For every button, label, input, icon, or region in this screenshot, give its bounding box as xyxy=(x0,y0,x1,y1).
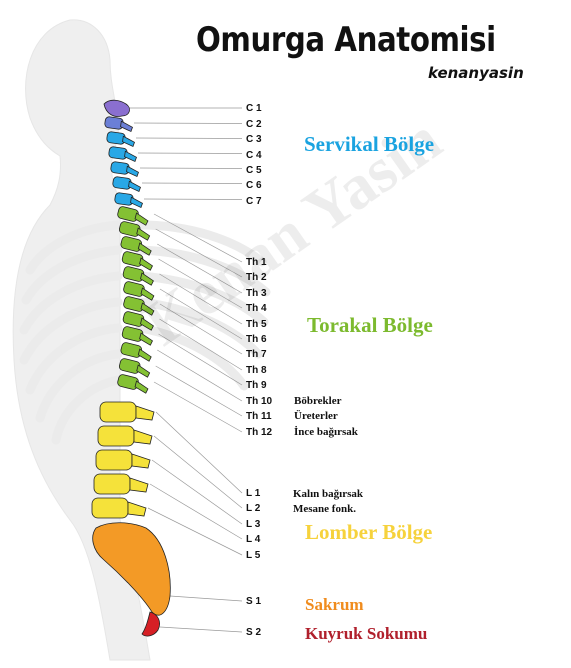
level-label-l2: L 2 xyxy=(246,503,261,514)
level-label-c1: C 1 xyxy=(246,103,262,114)
leader-c6 xyxy=(141,182,243,184)
level-label-th1: Th 1 xyxy=(246,257,267,268)
region-label-cervical: Servikal Bölge xyxy=(304,132,435,156)
region-label-lumbar: Lomber Bölge xyxy=(305,520,433,544)
vertebra-th10 xyxy=(120,342,152,362)
leader-c4 xyxy=(137,152,243,154)
level-label-l1: L 1 xyxy=(246,488,261,499)
vertebra-th1 xyxy=(117,206,149,226)
level-label-th4: Th 4 xyxy=(246,303,267,314)
vertebra-c4 xyxy=(108,146,137,163)
level-label-c2: C 2 xyxy=(246,119,262,130)
vertebra-l4 xyxy=(93,473,149,495)
leader-th10 xyxy=(157,349,243,402)
level-label-c6: C 6 xyxy=(246,180,262,191)
leader-th2 xyxy=(155,228,243,278)
organ-label-large-intestine: Kalın bağırsak xyxy=(293,488,363,500)
level-label-c4: C 4 xyxy=(246,150,262,161)
vertebra-l2 xyxy=(97,425,153,447)
leader-s2 xyxy=(159,626,243,633)
leader-l5 xyxy=(147,507,243,556)
leader-th11 xyxy=(155,365,243,417)
vertebra-th7 xyxy=(123,296,155,316)
level-label-th8: Th 8 xyxy=(246,365,267,376)
leader-c7 xyxy=(143,198,243,200)
organ-label-kidneys: Böbrekler xyxy=(294,395,342,407)
vertebra-c6 xyxy=(112,176,141,193)
leader-c2 xyxy=(133,122,243,124)
vertebral-column xyxy=(91,99,171,637)
leader-lines xyxy=(128,107,243,633)
level-label-th3: Th 3 xyxy=(246,288,267,299)
leader-c3 xyxy=(135,137,243,139)
level-label-th12: Th 12 xyxy=(246,427,273,438)
vertebra-th2 xyxy=(118,221,151,241)
leader-c5 xyxy=(139,167,243,169)
level-label-th7: Th 7 xyxy=(246,349,267,360)
organ-label-bladder: Mesane fonk. xyxy=(293,503,356,515)
vertebra-c3 xyxy=(106,131,135,148)
vertebra-th8 xyxy=(122,311,154,331)
level-label-th9: Th 9 xyxy=(246,380,267,391)
leader-l1 xyxy=(155,411,243,494)
region-label-thoracic: Torakal Bölge xyxy=(307,313,433,337)
organ-label-ureters: Üreterler xyxy=(294,410,338,422)
level-label-s2: S 2 xyxy=(246,627,262,638)
level-label-c5: C 5 xyxy=(246,165,262,176)
vertebra-c2 xyxy=(104,116,133,133)
vertebra-c7 xyxy=(114,192,143,209)
level-label-th10: Th 10 xyxy=(246,396,273,407)
leader-l4 xyxy=(149,483,243,540)
vertebra-th5 xyxy=(122,266,154,286)
region-label-coccyx: Kuyruk Sokumu xyxy=(305,624,428,643)
leader-th12 xyxy=(153,381,243,433)
leader-th5 xyxy=(159,273,243,325)
page-title: Omurga Anatomisi xyxy=(196,20,496,60)
level-label-c7: C 7 xyxy=(246,196,262,207)
level-label-th11: Th 11 xyxy=(246,411,272,422)
level-label-l3: L 3 xyxy=(246,519,261,530)
level-label-th6: Th 6 xyxy=(246,334,267,345)
vertebra-th9 xyxy=(121,326,153,346)
vertebra-c1 xyxy=(103,99,130,117)
vertebra-th3 xyxy=(120,236,152,256)
vertebra-th11 xyxy=(118,358,151,378)
leader-l3 xyxy=(151,459,243,525)
leader-s1 xyxy=(169,595,243,602)
vertebra-th12 xyxy=(117,374,149,394)
vertebra-th4 xyxy=(121,251,153,271)
level-label-s1: S 1 xyxy=(246,596,262,607)
coccyx-shape xyxy=(141,611,160,637)
region-label-sacrum: Sakrum xyxy=(305,595,364,614)
leader-th4 xyxy=(158,258,243,309)
leader-th3 xyxy=(157,243,243,294)
level-label-l4: L 4 xyxy=(246,534,261,545)
vertebra-l5 xyxy=(91,497,147,519)
vertebra-l1 xyxy=(99,401,155,423)
vertebra-th6 xyxy=(123,281,155,301)
vertebra-l3 xyxy=(95,449,151,471)
leader-th7 xyxy=(159,303,243,355)
level-label-th5: Th 5 xyxy=(246,319,267,330)
author-name: kenanyasin xyxy=(428,64,524,82)
level-label-c3: C 3 xyxy=(246,134,262,145)
leader-th8 xyxy=(159,318,243,371)
leader-th9 xyxy=(158,333,243,386)
organ-label-small-intestine: İnce bağırsak xyxy=(294,426,358,438)
level-label-l5: L 5 xyxy=(246,550,261,561)
ribs-shadow xyxy=(19,220,271,445)
sacrum-shape xyxy=(92,522,171,616)
leader-l2 xyxy=(153,435,243,509)
leader-th6 xyxy=(159,288,243,340)
vertebra-c5 xyxy=(110,161,139,178)
level-label-th2: Th 2 xyxy=(246,272,267,283)
leader-th1 xyxy=(153,213,243,263)
